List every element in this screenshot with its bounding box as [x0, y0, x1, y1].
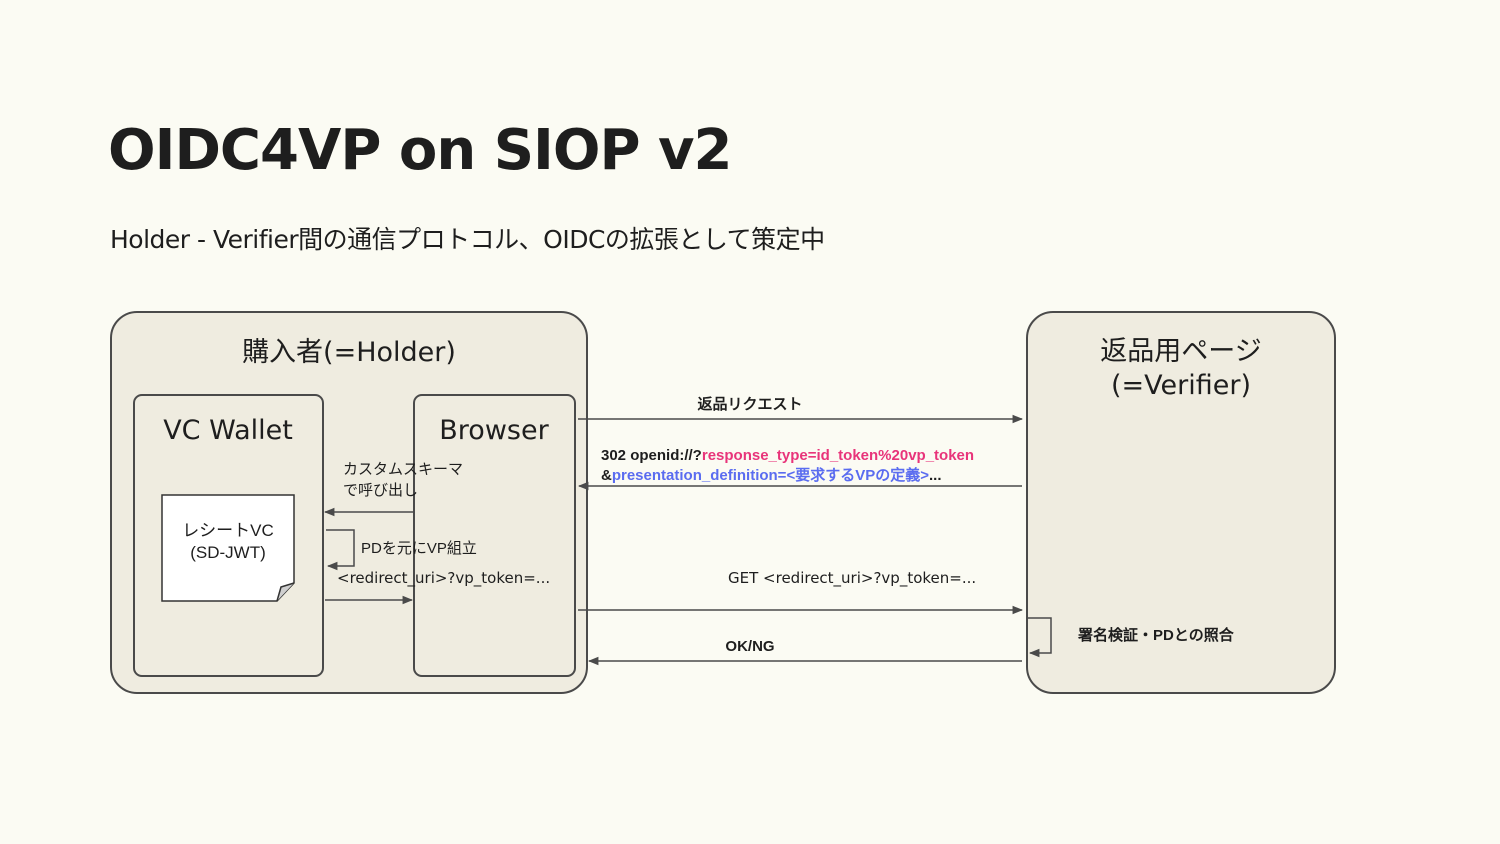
ok-ng-label: OK/NG	[725, 638, 774, 655]
vp-token-local-label: <redirect_uri>?vp_token=...	[337, 569, 550, 588]
redirect-label-line2: &presentation_definition=<要求するVPの定義>...	[601, 466, 942, 484]
browser-box	[413, 394, 576, 677]
slide-subtitle: Holder - Verifier間の通信プロトコル、OIDCの拡張として策定中	[110, 225, 825, 254]
verifier-title-line1: 返品用ページ	[1100, 336, 1261, 367]
slide-title: OIDC4VP on SIOP v2	[108, 118, 732, 183]
verify-loop	[1028, 617, 1052, 658]
build-vp-loop	[326, 529, 355, 571]
verifier-title-line2: (=Verifier)	[1111, 370, 1251, 401]
wallet-title: VC Wallet	[163, 415, 293, 446]
browser-title: Browser	[439, 415, 549, 446]
return-request-label: 返品リクエスト	[697, 395, 802, 413]
custom-scheme-label-line2: で呼び出し	[343, 482, 418, 499]
verify-label: 署名検証・PDとの照合	[1077, 626, 1235, 644]
get-vp-token-label: GET <redirect_uri>?vp_token=...	[728, 569, 976, 588]
receipt-vc-line1: レシートVC	[182, 521, 274, 540]
verifier-box	[1026, 311, 1336, 694]
document-fold-icon	[276, 582, 295, 602]
redirect-label-line1: 302 openid://?response_type=id_token%20v…	[601, 447, 974, 464]
custom-scheme-label-line1: カスタムスキーマ	[343, 461, 463, 478]
receipt-vc-line2: (SD-JWT)	[190, 543, 266, 562]
build-vp-label: PDを元にVP組立	[361, 540, 477, 557]
holder-title: 購入者(=Holder)	[242, 337, 456, 368]
